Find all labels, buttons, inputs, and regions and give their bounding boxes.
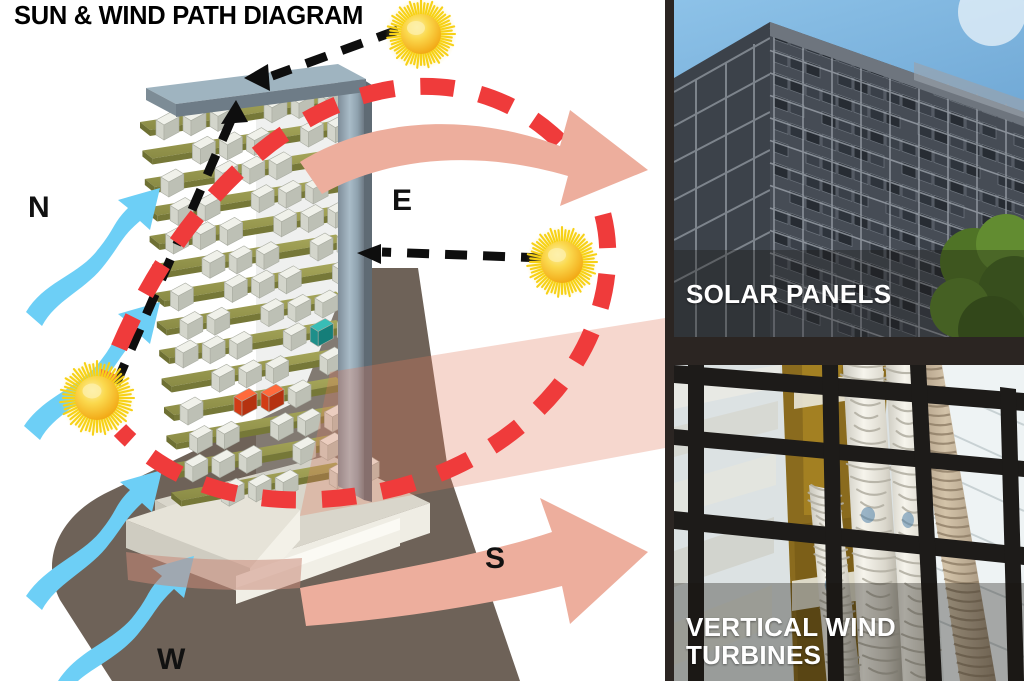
vertical-wind-turbines-photo: VERTICAL WIND TURBINES (674, 365, 1024, 681)
solar-panels-photo: SOLAR PANELS (674, 0, 1024, 337)
sun-icon-top (385, 0, 457, 70)
ray-arrowhead-left (221, 100, 248, 124)
foliage (930, 214, 1024, 337)
sun-icons-group (59, 0, 599, 436)
ray-arrowhead-top (244, 64, 270, 91)
compass-label-west: W (157, 643, 186, 676)
sun-wind-path-diagram-panel: SUN & WIND PATH DIAGRAM N E S W (0, 0, 665, 681)
sun-flow-arrows (126, 110, 648, 626)
solar-panels-caption: SOLAR PANELS (686, 279, 892, 309)
caption-line-1: VERTICAL WIND (686, 612, 896, 642)
compass-label-east: E (392, 184, 413, 217)
ray-arrowhead-mid (357, 244, 381, 264)
solar-ray-band (300, 318, 665, 516)
ray-line-mid (381, 247, 544, 263)
sun-ray-dashed-lines (111, 25, 544, 386)
lower-flow-arrow (300, 498, 648, 626)
vertical-wind-turbines-caption: VERTICAL WIND TURBINES (686, 612, 896, 670)
sun-icon-left (59, 359, 136, 436)
compass-label-north: N (28, 191, 50, 224)
wind-turbine-illustration (674, 365, 1024, 681)
ray-line-left (111, 116, 237, 386)
page-title: SUN & WIND PATH DIAGRAM (14, 2, 364, 30)
flow-arrow-shadow-band (126, 552, 302, 590)
caption-line-2: TURBINES (686, 639, 822, 670)
steel-frame (674, 365, 1024, 681)
upper-flow-arrow (300, 110, 648, 206)
sun-path-arc (89, 77, 617, 509)
solar-facade-illustration (674, 0, 1024, 337)
compass-label-south: S (485, 542, 506, 575)
sun-icon-middle (526, 225, 599, 298)
